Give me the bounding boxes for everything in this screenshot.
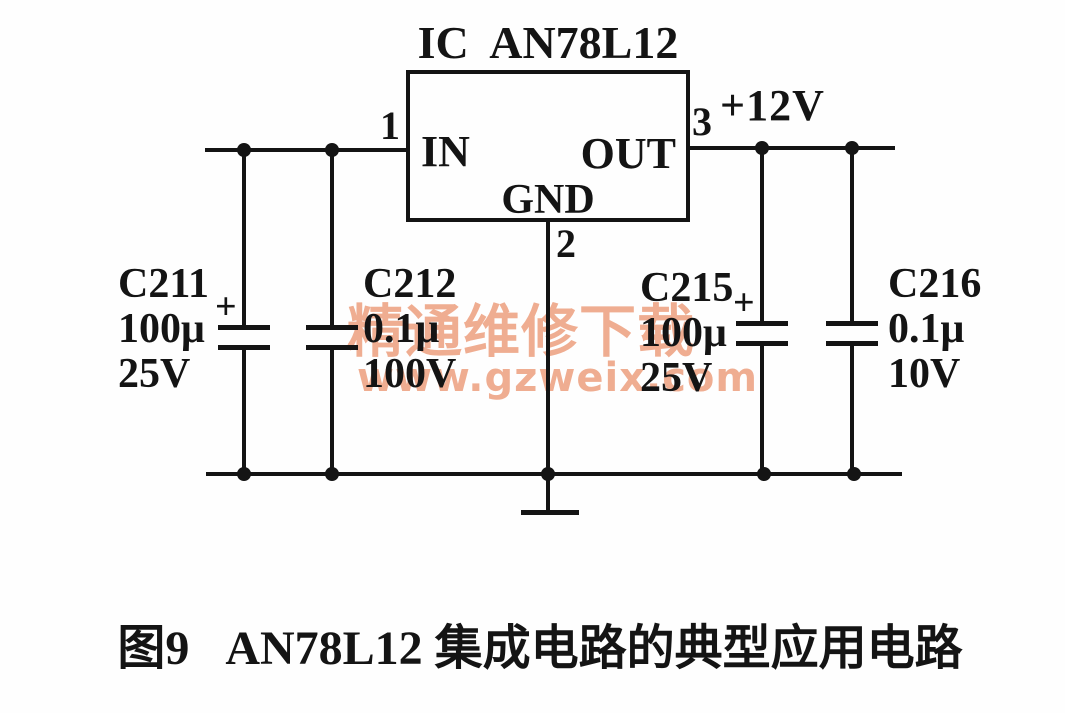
- junction-dot: [541, 467, 555, 481]
- c212-top-lead: [330, 150, 334, 325]
- watermark-url: www.gzweix.com: [357, 355, 759, 401]
- ic-pin-gnd-label: GND: [501, 177, 595, 223]
- c212-voltage: 100V: [363, 351, 457, 397]
- junction-dot: [325, 467, 339, 481]
- junction-dot: [755, 141, 769, 155]
- ground-symbol-bar: [521, 510, 579, 515]
- ic-pin-out-number: 3: [692, 99, 712, 144]
- ic-pin-out-label: OUT: [580, 129, 676, 178]
- junction-dot: [237, 467, 251, 481]
- c216-capacitance: 0.1μ: [888, 306, 965, 352]
- junction-dot: [757, 467, 771, 481]
- junction-dot: [237, 143, 251, 157]
- output-voltage-label: +12V: [720, 81, 825, 130]
- c212-name: C212: [363, 261, 457, 307]
- junction-dot: [845, 141, 859, 155]
- c215-name: C215: [640, 265, 734, 311]
- c215-voltage: 25V: [640, 355, 713, 401]
- watermark-text: 精通维修下载: [347, 299, 695, 365]
- c211-polarity-plus: +: [215, 286, 237, 328]
- c211-capacitance: 100μ: [118, 306, 205, 352]
- c211-voltage: 25V: [118, 351, 191, 397]
- c215-label-block: C215 100μ 25V: [640, 266, 733, 401]
- c211-top-plate: [218, 325, 270, 330]
- c212-label-block: C212 0.1μ 100V: [363, 262, 456, 397]
- junction-dot: [847, 467, 861, 481]
- c216-voltage: 10V: [888, 351, 961, 397]
- c216-label-block: C216 0.1μ 10V: [888, 262, 981, 397]
- c211-top-lead: [242, 150, 246, 325]
- c212-capacitance: 0.1μ: [363, 306, 440, 352]
- c211-name: C211: [118, 261, 210, 307]
- junction-dot: [325, 143, 339, 157]
- c216-top-lead: [850, 148, 854, 321]
- ic-title: IC AN78L12: [417, 17, 679, 68]
- ic-pin-in-number: 1: [380, 103, 400, 148]
- input-rail-wire: [205, 148, 410, 152]
- c216-bottom-lead: [850, 346, 854, 474]
- c216-name: C216: [888, 261, 982, 307]
- output-rail-wire: [688, 146, 895, 150]
- c211-bottom-plate: [218, 345, 270, 350]
- c212-top-plate: [306, 325, 358, 330]
- c212-bottom-plate: [306, 345, 358, 350]
- c212-bottom-lead: [330, 350, 334, 474]
- c216-top-plate: [826, 321, 878, 326]
- c211-bottom-lead: [242, 350, 246, 474]
- c215-bottom-plate: [736, 341, 788, 346]
- c215-capacitance: 100μ: [640, 310, 727, 356]
- c215-top-lead: [760, 148, 764, 321]
- ic-pin-gnd-number: 2: [556, 221, 576, 266]
- figure-caption: 图9 AN78L12 集成电路的典型应用电路: [117, 622, 963, 675]
- ic-pin-in-label: IN: [421, 127, 470, 176]
- gnd-lead-wire: [546, 220, 550, 474]
- c216-bottom-plate: [826, 341, 878, 346]
- c215-bottom-lead: [760, 346, 764, 474]
- c211-label-block: C211 100μ 25V: [118, 262, 209, 397]
- c215-top-plate: [736, 321, 788, 326]
- c215-polarity-plus: +: [733, 282, 755, 324]
- ground-symbol-stem: [546, 474, 550, 512]
